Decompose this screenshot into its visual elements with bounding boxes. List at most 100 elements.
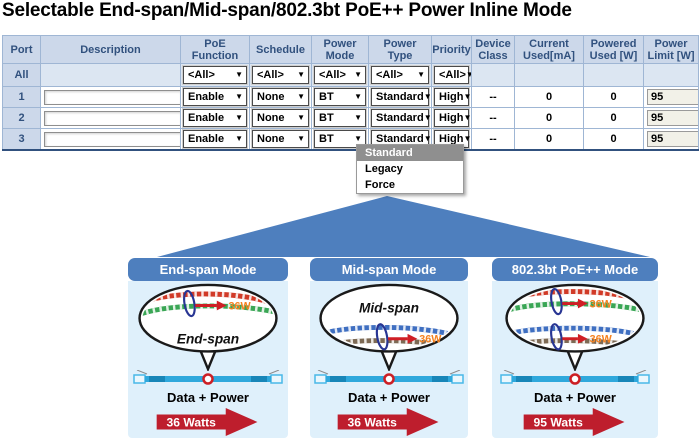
panel-bt-poe: 802.3bt PoE++ Mode 3 (492, 258, 658, 438)
watts-value: 36 Watts (347, 416, 397, 430)
chevron-down-icon: ▼ (235, 134, 243, 143)
filter-power-mode-select[interactable]: <All>▼ (314, 66, 366, 84)
chevron-down-icon: ▼ (354, 70, 362, 79)
current-loop-icon (375, 323, 389, 351)
power-type-select[interactable]: Standard▼ (371, 109, 432, 127)
schedule-select[interactable]: None▼ (252, 88, 309, 106)
col-schedule: Schedule (249, 35, 312, 64)
power-mode-select[interactable]: BT▼ (314, 130, 366, 148)
watts-value: 95 Watts (533, 416, 583, 430)
injection-point-icon (202, 373, 214, 385)
watts-arrow: 95 Watts (523, 408, 625, 436)
power-limit-input[interactable] (647, 89, 698, 105)
power-limit-input[interactable] (647, 131, 698, 147)
col-device-class: Device Class (471, 35, 515, 64)
watts-value: 36 Watts (166, 416, 216, 430)
power-mode-select[interactable]: BT▼ (314, 109, 366, 127)
powered-used-value: 0 (583, 128, 644, 151)
pair-watt-label: 36W (590, 298, 613, 310)
panel-title: End-span Mode (128, 258, 288, 281)
dropdown-option-standard[interactable]: Standard (357, 145, 463, 161)
priority-select[interactable]: High▼ (434, 109, 472, 127)
dropdown-option-legacy[interactable]: Legacy (365, 163, 403, 175)
port-number: 2 (2, 107, 41, 129)
powered-used-value: 0 (583, 86, 644, 108)
panel-mid-span: Mid-span Mode 36W Mid-span (310, 258, 468, 438)
port-number: 3 (2, 128, 41, 151)
filter-priority-select[interactable]: <All>▼ (434, 66, 471, 84)
chevron-down-icon: ▼ (235, 92, 243, 101)
poe-function-select[interactable]: Enable▼ (183, 130, 247, 148)
page-title: Selectable End-span/Mid-span/802.3bt PoE… (2, 0, 572, 21)
chevron-down-icon: ▼ (423, 134, 432, 143)
description-input[interactable] (44, 110, 180, 126)
poe-function-select[interactable]: Enable▼ (183, 88, 247, 106)
poe-function-select[interactable]: Enable▼ (183, 109, 247, 127)
chevron-down-icon: ▼ (463, 92, 472, 101)
filter-power-type-select[interactable]: <All>▼ (371, 66, 429, 84)
ethernet-cable-icon (500, 370, 650, 385)
filter-schedule-select[interactable]: <All>▼ (252, 66, 309, 84)
chevron-down-icon: ▼ (463, 113, 472, 122)
chevron-down-icon: ▼ (297, 134, 305, 143)
table-row: 2 Enable▼ None▼ BT▼ Standard▼ High▼ -- 0… (2, 107, 699, 129)
schedule-select[interactable]: None▼ (252, 109, 309, 127)
watts-arrow: 36 Watts (156, 408, 258, 436)
col-power-type: Power Type (368, 35, 432, 64)
current-loop-icon (183, 289, 196, 318)
col-description: Description (40, 35, 181, 64)
power-mode-select[interactable]: BT▼ (314, 88, 366, 106)
injection-point-icon (383, 373, 395, 385)
filter-poe-function-select[interactable]: <All>▼ (183, 66, 247, 84)
data-power-label: Data + Power (166, 390, 249, 405)
col-powered-used: Powered Used [W] (583, 35, 644, 64)
col-power-mode: Power Mode (311, 35, 369, 64)
watts-arrow: 36 Watts (337, 408, 439, 436)
ethernet-cable-icon (314, 370, 464, 385)
chevron-down-icon: ▼ (235, 70, 243, 79)
table-header-row: Port Description PoE Function Schedule P… (2, 35, 699, 64)
current-loop-icon (550, 287, 563, 316)
col-port: Port (2, 35, 41, 64)
schedule-select[interactable]: None▼ (252, 130, 309, 148)
priority-select[interactable]: High▼ (434, 88, 472, 106)
chevron-down-icon: ▼ (463, 134, 472, 143)
panel-title: 802.3bt PoE++ Mode (492, 258, 658, 281)
description-input[interactable] (44, 89, 180, 105)
panel-end-span: End-span Mode 36W End-span (128, 258, 288, 438)
current-loop-icon (550, 323, 563, 351)
col-priority: Priority (431, 35, 472, 64)
power-type-select[interactable]: Standard▼ (371, 130, 432, 148)
col-power-limit: Power Limit [W] (643, 35, 699, 64)
device-class-value: -- (471, 86, 515, 108)
panel-title: Mid-span Mode (310, 258, 468, 281)
chevron-down-icon: ▼ (297, 92, 305, 101)
table-row: 3 Enable▼ None▼ BT▼ Standard▼ High▼ -- 0… (2, 128, 699, 151)
bubble-label: End-span (177, 332, 239, 347)
port-number: 1 (2, 86, 41, 108)
dropdown-option-force[interactable]: Force (365, 179, 395, 191)
description-input[interactable] (44, 131, 180, 147)
pair-watt-label: 36W (419, 334, 442, 346)
injection-point-icon (569, 373, 581, 385)
current-used-value: 0 (514, 107, 584, 129)
col-poe-function: PoE Function (180, 35, 250, 64)
chevron-down-icon: ▼ (423, 113, 432, 122)
pair-watt-label: 36W (590, 334, 613, 346)
pointer-triangle (157, 196, 650, 257)
chevron-down-icon: ▼ (354, 92, 362, 101)
current-used-value: 0 (514, 128, 584, 151)
power-limit-input[interactable] (647, 110, 698, 126)
power-type-dropdown-list: Standard Legacy Force (356, 144, 464, 194)
data-power-label: Data + Power (347, 390, 430, 405)
ethernet-cable-icon (133, 370, 283, 385)
current-used-value: 0 (514, 86, 584, 108)
power-type-select[interactable]: Standard▼ (371, 88, 431, 106)
pair-watt-label: 36W (229, 300, 252, 312)
powered-used-value: 0 (583, 107, 644, 129)
filter-row: All <All>▼ <All>▼ <All>▼ <All>▼ <All>▼ (2, 63, 699, 87)
chevron-down-icon: ▼ (297, 70, 305, 79)
filter-port-label: All (2, 63, 41, 87)
bt-poe-cable-diagram: 36W 36W (505, 283, 645, 371)
